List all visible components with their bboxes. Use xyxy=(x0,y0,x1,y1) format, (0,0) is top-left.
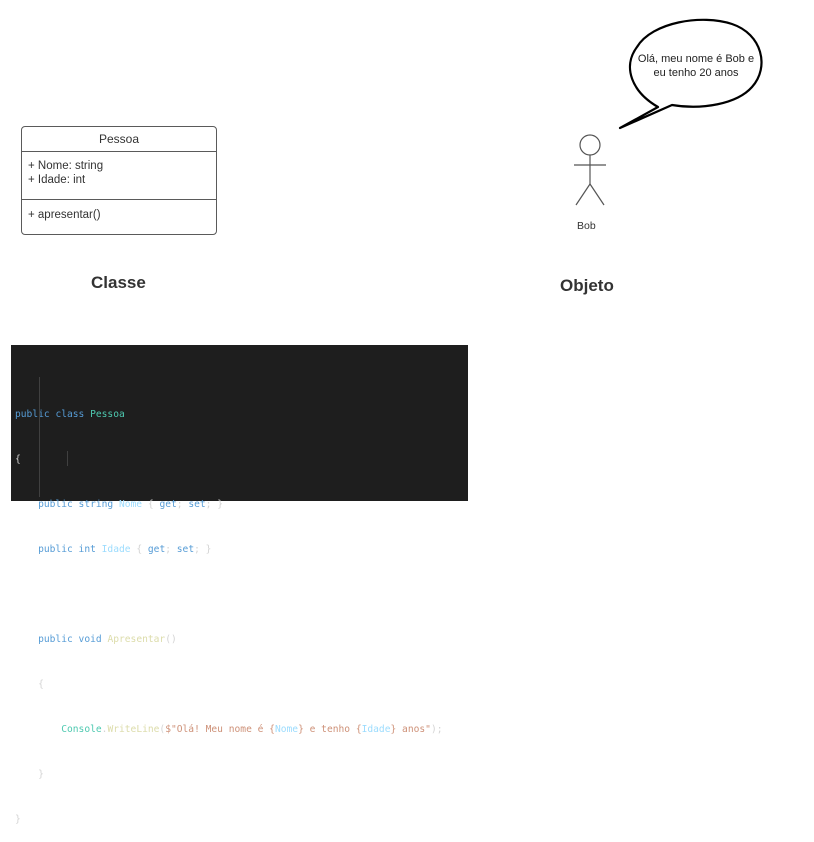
code-line-10: } xyxy=(15,814,21,825)
code-line-8: Console.WriteLine($"Olá! Meu nome é {Nom… xyxy=(61,724,443,735)
code-line-2: { xyxy=(15,454,21,465)
stick-figure xyxy=(574,134,606,206)
uml-method-apresentar: + apresentar() xyxy=(28,209,101,221)
speech-text: Olá, meu nome é Bob e eu tenho 20 anos xyxy=(628,52,764,80)
code-line-9: } xyxy=(38,769,44,780)
code-line-5 xyxy=(15,587,468,602)
speech-bubble xyxy=(618,18,763,130)
indent-guide xyxy=(39,377,40,497)
uml-attribute-nome: + Nome: string xyxy=(28,160,104,172)
uml-class-box: Pessoa + Nome: string + Idade: int + apr… xyxy=(21,126,217,235)
code-block: public class Pessoa { public string Nome… xyxy=(11,345,468,825)
uml-attribute-idade: + Idade: int xyxy=(28,174,86,186)
classe-heading: Classe xyxy=(91,273,146,292)
uml-methods: + apresentar() xyxy=(22,200,216,221)
code-line-6: public void Apresentar() xyxy=(38,634,177,645)
objeto-heading: Objeto xyxy=(560,276,614,295)
object-illustration xyxy=(574,18,763,206)
actor-name: Bob xyxy=(577,220,596,232)
uml-class-name: Pessoa xyxy=(22,127,216,152)
code-line-1: public class Pessoa xyxy=(15,409,125,420)
speech-line-1: Olá, meu nome é Bob e xyxy=(637,53,755,65)
uml-attributes: + Nome: string + Idade: int xyxy=(22,152,216,200)
code-line-3: public string Nome { get; set; } xyxy=(38,499,223,510)
code-line-4: public int Idade { get; set; } xyxy=(38,544,212,555)
speech-line-2: eu tenho 20 anos xyxy=(653,67,739,79)
code-line-7: { xyxy=(38,679,44,690)
indent-guide-inner xyxy=(67,451,68,466)
